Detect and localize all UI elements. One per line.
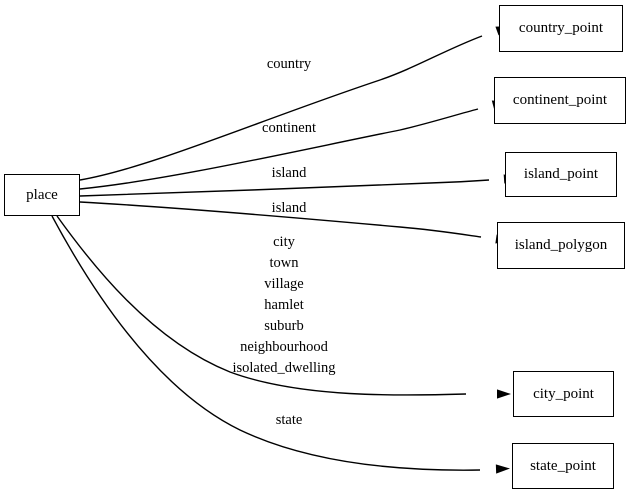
edge-label-city_point: city town village hamlet suburb neighbourhood… [232, 232, 335, 379]
edge-label-island_point: island [271, 165, 307, 181]
node-label: country_point [518, 20, 604, 36]
node-label: place [26, 186, 58, 203]
arrowhead-city_point [497, 389, 511, 399]
edge-label-country_point: country [266, 56, 312, 72]
edge-place-to-country_point [79, 35, 483, 181]
node-place[interactable]: place [4, 174, 80, 216]
node-state_point[interactable]: state_point [512, 443, 614, 489]
edge-place-to-island_point [79, 179, 490, 197]
edge-label-continent_point: continent [262, 120, 316, 136]
edge-label-island_polygon: island [271, 200, 307, 216]
node-label: city_point [533, 385, 594, 402]
edge-label-line: suburb [264, 318, 304, 335]
edge-place-to-continent_point [79, 108, 479, 190]
node-country_point[interactable]: country_point [499, 5, 623, 52]
node-island_polygon[interactable]: island_polygon [497, 222, 625, 269]
edge-place-to-city_point [56, 215, 467, 396]
edge-place-to-island_polygon [79, 201, 482, 238]
edge-label-line: town [269, 255, 299, 272]
node-label: island_polygon [514, 237, 608, 253]
node-label: state_point [530, 457, 596, 474]
node-continent_point[interactable]: continent_point [494, 77, 626, 124]
edge-label-line: isolated_dwelling [232, 360, 336, 377]
node-label: continent_point [512, 92, 608, 108]
edge-label-line: village [264, 276, 304, 293]
edge-label-line: hamlet [264, 297, 304, 314]
arrowhead-state_point [495, 464, 510, 474]
node-city_point[interactable]: city_point [513, 371, 614, 417]
edge-label-line: city [273, 234, 295, 250]
edge-label-line: neighbourhood [240, 339, 328, 356]
node-label: island_point [523, 166, 599, 182]
edge-place-to-state_point [51, 215, 481, 471]
edge-label-state_point: state [275, 412, 303, 428]
node-island_point[interactable]: island_point [505, 152, 617, 197]
